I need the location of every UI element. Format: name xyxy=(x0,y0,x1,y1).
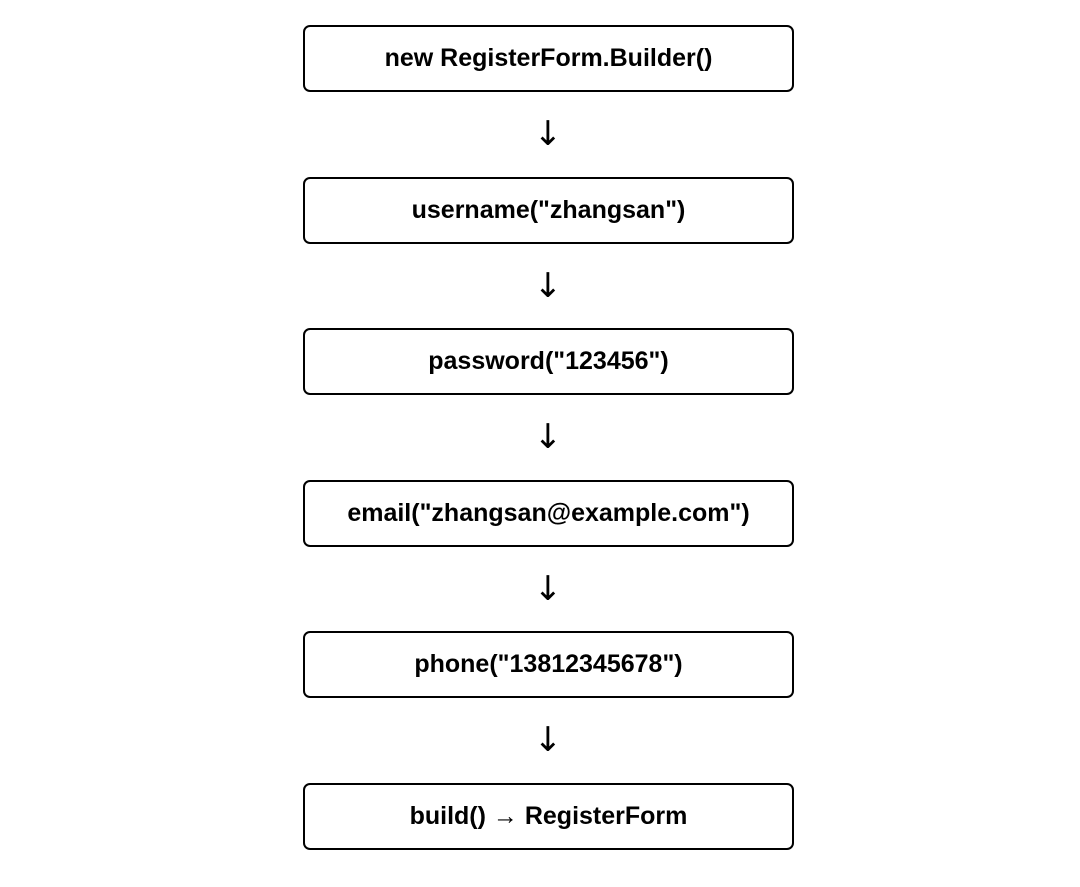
down-arrow-icon: ↓ xyxy=(533,114,563,154)
step-label: username("zhangsan") xyxy=(411,196,686,224)
down-arrow-icon: ↓ xyxy=(533,569,563,609)
step-new-builder: new RegisterForm.Builder() xyxy=(303,25,794,92)
step-label: password("123456") xyxy=(428,347,669,375)
down-arrow-icon: ↓ xyxy=(533,266,563,306)
step-email: email("zhangsan@example.com") xyxy=(303,480,794,547)
step-phone: phone("13812345678") xyxy=(303,631,794,698)
step-build: build() → RegisterForm xyxy=(303,783,794,850)
down-arrow-icon: ↓ xyxy=(533,720,563,760)
step-password: password("123456") xyxy=(303,328,794,395)
step-label: email("zhangsan@example.com") xyxy=(347,499,750,527)
step-label: phone("13812345678") xyxy=(414,650,683,678)
down-arrow-icon: ↓ xyxy=(533,417,563,457)
step-label: new RegisterForm.Builder() xyxy=(384,44,713,72)
step-username: username("zhangsan") xyxy=(303,177,794,244)
step-label: build() → RegisterForm xyxy=(409,802,688,830)
